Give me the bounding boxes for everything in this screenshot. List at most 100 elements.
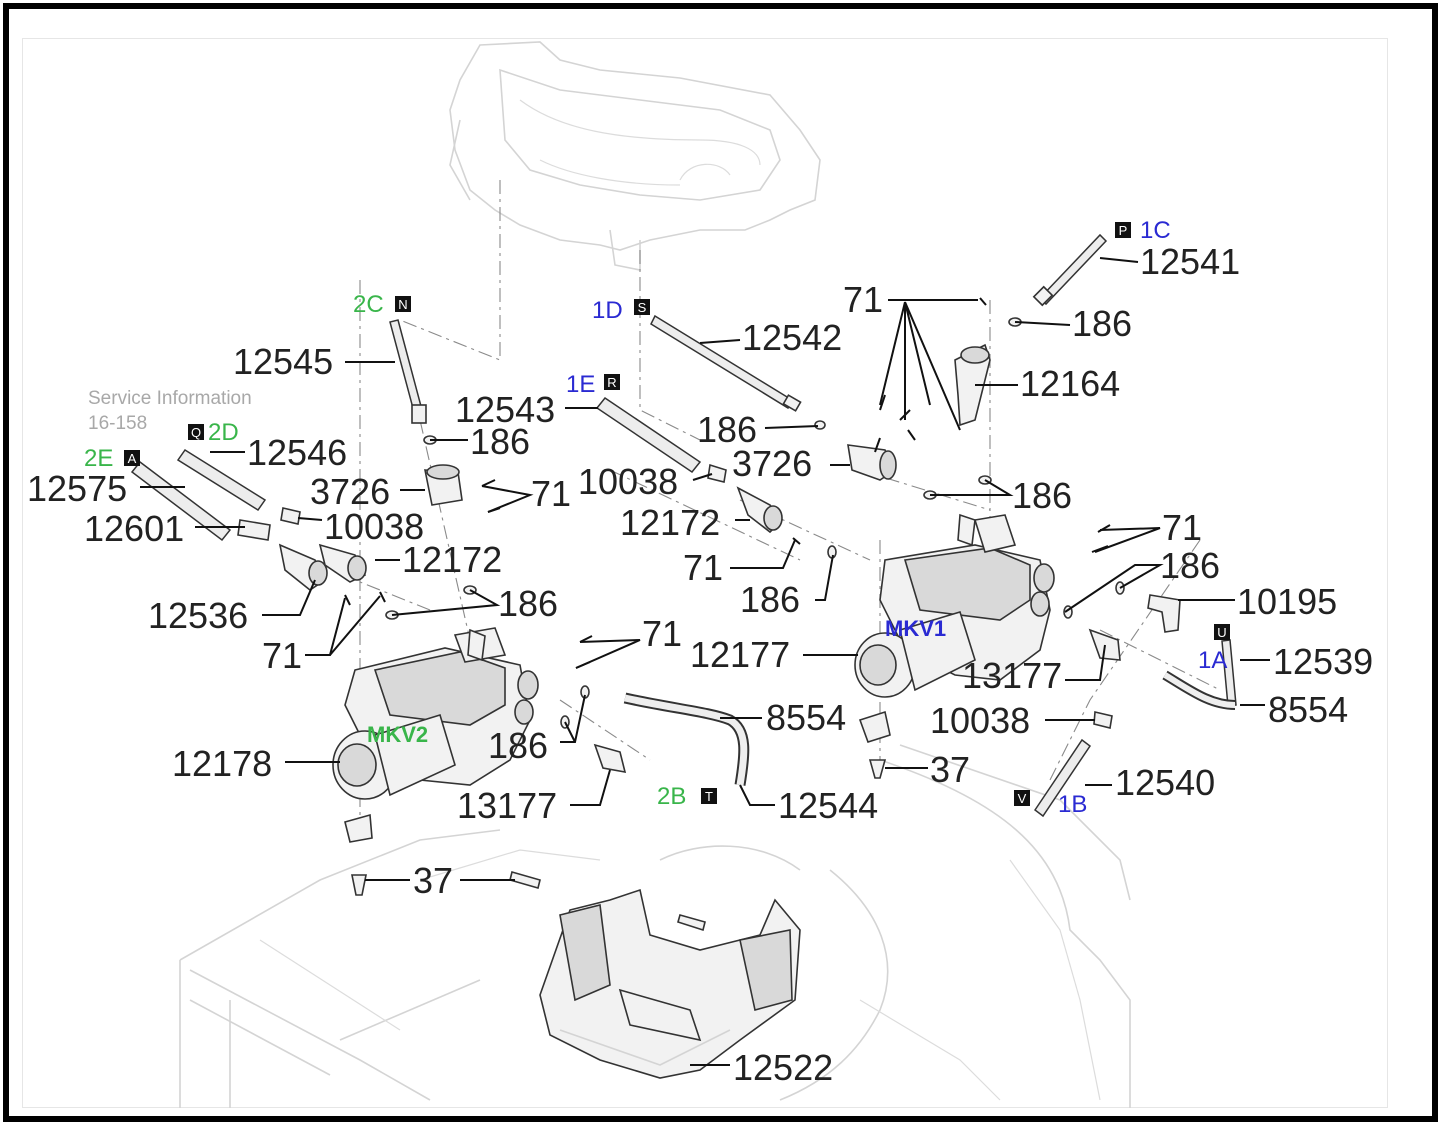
part-number: 186 [470, 421, 530, 462]
diagram-inner-border [22, 38, 1388, 1108]
module-label-mkv1: MKV1 [885, 616, 946, 641]
elbow-10195 [1147, 594, 1181, 633]
code-2E: 2E [84, 445, 113, 472]
part-number: 12536 [148, 595, 248, 636]
code-1E: 1E [566, 371, 595, 398]
part-number: 12541 [1140, 241, 1240, 282]
part-number: 8554 [1268, 689, 1348, 730]
tube-12540 [1033, 738, 1092, 818]
letter-V: V [1018, 791, 1027, 806]
fitting-12536 [278, 543, 328, 591]
letter-R: R [607, 375, 616, 390]
part-number: 71 [642, 613, 682, 654]
coupling-3726-r [847, 444, 897, 481]
base-bracket-12522 [539, 888, 801, 1079]
elbow-12164 [954, 343, 991, 427]
part-number: 71 [531, 473, 571, 514]
part-number: 3726 [310, 471, 390, 512]
part-number: 12522 [733, 1047, 833, 1088]
bracket-near-37-l [344, 813, 373, 843]
letter-T: T [705, 789, 713, 804]
pump-assembly-mkv2 [332, 627, 539, 800]
part-number: 12172 [620, 502, 720, 543]
hose-8554-m [623, 692, 750, 786]
part-number: 186 [488, 725, 548, 766]
hose-8554-r [1162, 670, 1236, 710]
part-number: 186 [498, 583, 558, 624]
part-number: 37 [413, 860, 453, 901]
part-number: 10038 [578, 461, 678, 502]
part-number: 37 [930, 749, 970, 790]
clip-10038-r [1093, 711, 1113, 729]
tube-12542 [650, 314, 802, 412]
letter-P: P [1119, 223, 1128, 238]
clip-12601 [237, 519, 271, 541]
part-number: 186 [740, 579, 800, 620]
service-info-title: Service Information [88, 388, 252, 409]
part-number: 12164 [1020, 363, 1120, 404]
tube-12541 [1032, 233, 1108, 307]
bracket-near-37-r [858, 710, 891, 743]
part-number: 10038 [930, 700, 1030, 741]
tube-12545 [389, 319, 427, 424]
part-number: 12545 [233, 341, 333, 382]
sensor-13177-l [593, 743, 627, 774]
code-2C: 2C [353, 291, 384, 318]
leader-lines [140, 257, 1270, 1066]
part-number: 12542 [742, 317, 842, 358]
fitting-12172-m [736, 486, 784, 534]
module-label-mkv2: MKV2 [367, 722, 428, 747]
code-2B: 2B [657, 783, 686, 810]
part-number: 10038 [324, 506, 424, 547]
service-info-page: 16-158 [88, 413, 147, 434]
code-2D: 2D [208, 419, 239, 446]
fitting-12172-l [318, 543, 367, 583]
part-number: 12575 [27, 468, 127, 509]
part-number: 8554 [766, 697, 846, 738]
part-number: 71 [683, 547, 723, 588]
part-number: 186 [697, 409, 757, 450]
diagram-frame [3, 3, 1438, 1122]
letter-N: N [398, 297, 407, 312]
part-number: 12540 [1115, 762, 1215, 803]
part-number: 12543 [455, 389, 555, 430]
letter-A: A [128, 451, 137, 466]
part-number: 71 [262, 635, 302, 676]
connection-letter-boxes: P S R N Q A U T V [124, 222, 1230, 806]
lower-housing-outline [179, 744, 1131, 1108]
part-number: 13177 [457, 785, 557, 826]
letter-U: U [1217, 625, 1226, 640]
part-number: 13177 [962, 655, 1062, 696]
clip-10038-l [280, 507, 301, 525]
tube-12543 [595, 396, 702, 474]
connection-codes: 1C 1D 1E 1A 1B 2C 2D 2E 2B [84, 217, 1227, 818]
part-number: 12601 [84, 508, 184, 549]
part-number: 12178 [172, 743, 272, 784]
code-1C: 1C [1140, 217, 1171, 244]
pump-assembly-mkv1 [854, 513, 1055, 698]
part-number: 12539 [1273, 641, 1373, 682]
letter-S: S [638, 300, 647, 315]
letter-Q: Q [191, 425, 201, 440]
part-number: 12544 [778, 785, 878, 826]
part-number: 10195 [1237, 581, 1337, 622]
clip-10038-m [707, 463, 727, 483]
code-1D: 1D [592, 297, 623, 324]
part-number: 12546 [247, 432, 347, 473]
coupling-3726-l [424, 464, 463, 506]
upper-housing-outline [449, 41, 821, 271]
code-1A: 1A [1198, 647, 1227, 674]
part-number: 12177 [690, 634, 790, 675]
screws-37 [351, 759, 887, 932]
part-number-labels: 12541 186 71 12542 12164 12545 12543 186… [27, 241, 1373, 1088]
part-number: 3726 [732, 443, 812, 484]
part-number: 186 [1160, 545, 1220, 586]
part-number: 71 [1162, 507, 1202, 548]
part-number: 71 [843, 279, 883, 320]
part-number: 186 [1072, 303, 1132, 344]
tube-12546-12575 [130, 448, 267, 542]
part-number: 12172 [402, 539, 502, 580]
part-number: 186 [1012, 475, 1072, 516]
code-1B: 1B [1058, 791, 1087, 818]
